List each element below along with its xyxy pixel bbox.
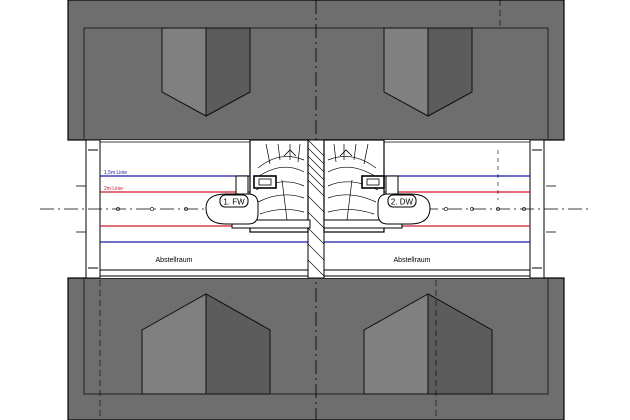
top-left-dormer	[161, 27, 251, 117]
room-right-label: Abstellraum	[394, 257, 431, 264]
top-right-dormer	[383, 27, 473, 117]
bottom-right-dormer	[363, 293, 493, 395]
tag-right-label: 2. DW	[391, 198, 414, 207]
line-2m-label: 2m Linie	[104, 186, 123, 192]
line-15m-label: 1,5m Linie	[104, 170, 127, 176]
tag-right-badge: 2. DW	[387, 194, 417, 208]
right-staircase	[323, 139, 403, 233]
axis-ticks	[116, 207, 526, 211]
tag-left-badge: 1. FW	[219, 194, 249, 208]
room-left-label: Abstellraum	[156, 257, 193, 264]
stair-arrows	[283, 149, 353, 157]
edge-marks	[76, 185, 556, 233]
top-roof	[67, 0, 565, 141]
bottom-left-dormer	[141, 293, 271, 395]
party-wall	[307, 139, 325, 279]
tag-left-label: 1. FW	[223, 198, 245, 207]
